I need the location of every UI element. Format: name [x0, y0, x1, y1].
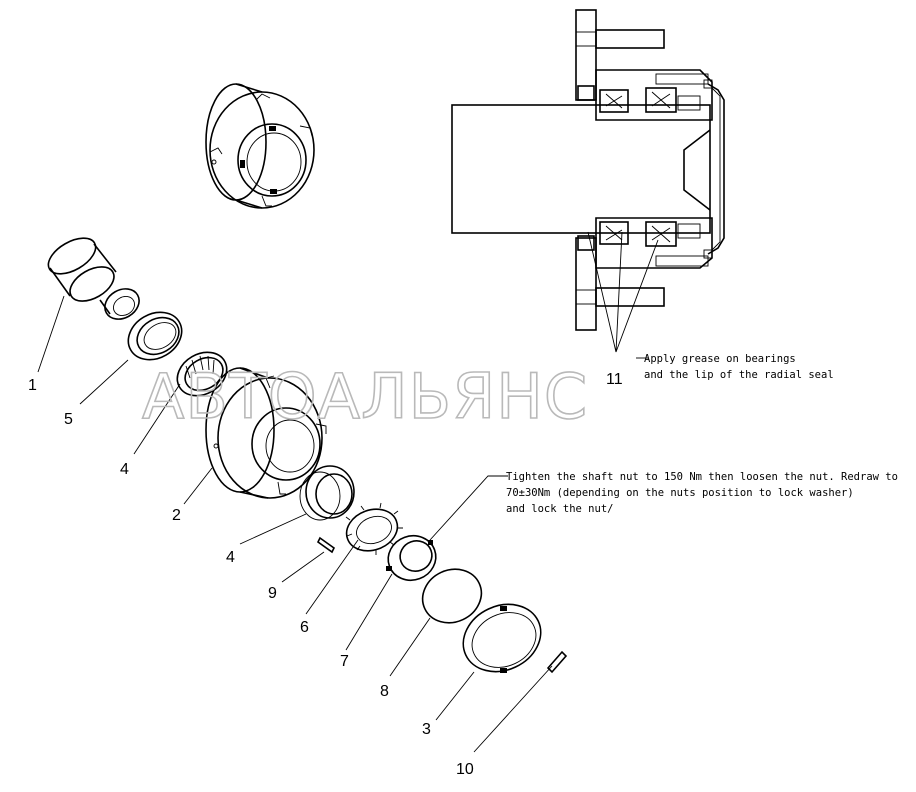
- callout-numbers: 1 5 4 2 4 9 6 7 8 3 10 11: [28, 371, 623, 778]
- callout-3: 3: [422, 721, 431, 738]
- callout-2: 2: [172, 507, 181, 524]
- part-5-seal: [127, 311, 183, 361]
- callout-5: 5: [64, 411, 73, 428]
- callout-4-inner: 4: [226, 549, 235, 566]
- note-grease-line-1: Apply grease on bearings: [644, 353, 796, 365]
- callout-1: 1: [28, 377, 37, 394]
- callout-7: 7: [340, 653, 349, 670]
- assembled-hub-view: [205, 83, 315, 209]
- callout-10: 10: [456, 761, 474, 778]
- note-grease-line-2: and the lip of the radial seal: [644, 369, 834, 381]
- callout-6: 6: [300, 619, 309, 636]
- part-10-bolt: [546, 650, 568, 674]
- notes: Apply grease on bearings and the lip of …: [506, 353, 898, 515]
- part-7-nut: [386, 534, 437, 582]
- part-6-lock-washer: [345, 502, 403, 555]
- note-nut-line-3: and lock the nut/: [506, 503, 613, 515]
- part-1-shaft: [47, 237, 140, 320]
- callout-9: 9: [268, 585, 277, 602]
- hub-cross-section: [451, 9, 725, 353]
- watermark: АВТОАЛЬЯНС: [142, 360, 588, 433]
- callout-11: 11: [606, 371, 623, 388]
- callout-8: 8: [380, 683, 389, 700]
- part-8-o-ring: [421, 568, 483, 624]
- leader-lines: [37, 295, 648, 753]
- note-nut-line-1: Tighten the shaft nut to 150 Nm then loo…: [506, 471, 898, 483]
- part-4-bearing-outer: [176, 351, 228, 397]
- note-nut-line-2: 70±30Nm (depending on the nuts position …: [506, 487, 854, 499]
- callout-4-outer: 4: [120, 461, 129, 478]
- part-2-hub: [205, 367, 327, 499]
- part-3-cap: [462, 603, 542, 673]
- part-4-bearing-inner: [299, 465, 355, 521]
- part-9-pin: [316, 536, 336, 554]
